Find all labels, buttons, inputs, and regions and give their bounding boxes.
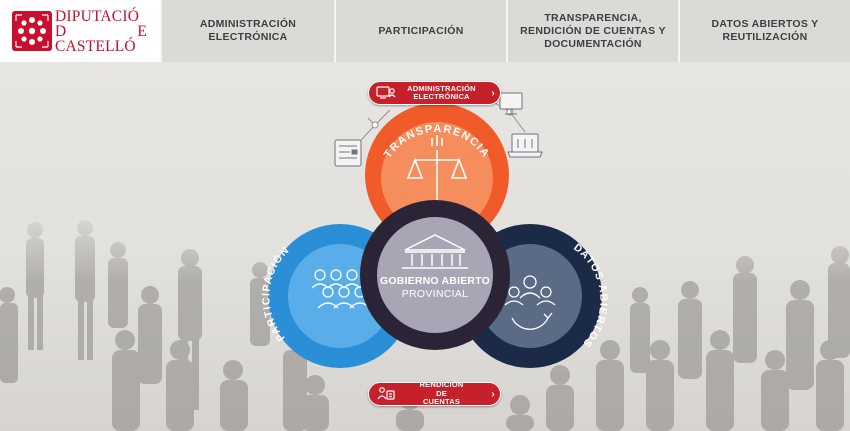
- gobierno-abierto-label: GOBIERNO ABIERTO PROVINCIAL: [380, 275, 490, 301]
- logo-line-2-left: D: [55, 22, 67, 40]
- form-document-icon: [334, 139, 362, 167]
- chevron-right-icon: ›: [491, 388, 495, 400]
- diputacio-logo[interactable]: DIPUTACIÓ D E CASTELLÓ: [0, 0, 160, 62]
- nav-item-label: PARTICIPACIÓN: [378, 24, 464, 37]
- data-sharing-icon: [504, 275, 556, 330]
- nav-item-transparencia[interactable]: TRANSPARENCIA, RENDICIÓN DE CUENTAS Y DO…: [506, 0, 678, 62]
- government-building-icon: [402, 234, 468, 269]
- gobierno-abierto-title: GOBIERNO ABIERTO: [380, 275, 490, 287]
- rendicion-de-cuentas-label: RENDICIÓN DE CUENTAS: [419, 380, 464, 407]
- nav-item-participacion[interactable]: PARTICIPACIÓN: [334, 0, 506, 62]
- logo-line-2: D E: [55, 22, 151, 40]
- chevron-right-icon: ›: [491, 87, 495, 99]
- nav-item-label: DATOS ABIERTOS Y REUTILIZACIÓN: [711, 18, 819, 43]
- logo-emblem-icon: [12, 11, 52, 51]
- people-group-icon: [311, 269, 371, 309]
- site-header: DIPUTACIÓ D E CASTELLÓ ADMINISTRACIÓN EL…: [0, 0, 850, 62]
- administracion-electronica-button[interactable]: ADMINISTRACIÓN ELECTRÓNICA ›: [368, 81, 501, 105]
- monitor-icon: [499, 92, 523, 115]
- gobierno-abierto-subtitle: PROVINCIAL: [401, 288, 469, 300]
- nav-item-label: TRANSPARENCIA, RENDICIÓN DE CUENTAS Y DO…: [520, 11, 666, 50]
- logo-line-1: DIPUTACIÓ: [55, 7, 140, 25]
- administracion-electronica-label: ADMINISTRACIÓN ELECTRÓNICA: [407, 83, 476, 101]
- gobierno-abierto-center-circle[interactable]: [360, 200, 510, 350]
- laptop-settings-icon: [507, 133, 543, 158]
- nav-item-datos-abiertos[interactable]: DATOS ABIERTOS Y REUTILIZACIÓN: [678, 0, 850, 62]
- logo-line-2-right: E: [137, 22, 147, 40]
- rendicion-de-cuentas-button[interactable]: RENDICIÓN DE CUENTAS ›: [368, 380, 501, 407]
- nav-item-label: ADMINISTRACIÓN ELECTRÓNICA: [199, 18, 297, 43]
- accountability-icon: [375, 384, 397, 404]
- main-nav: ADMINISTRACIÓN ELECTRÓNICA PARTICIPACIÓN…: [160, 0, 850, 62]
- electronic-admin-icon: [375, 83, 397, 103]
- logo-wordmark: DIPUTACIÓ D E CASTELLÓ: [55, 7, 151, 55]
- logo-line-3: CASTELLÓ: [55, 37, 136, 55]
- gobierno-abierto-diagram: TRANSPARENCIA PARTICIPACIÓN DATOS ABIE: [260, 92, 608, 368]
- nav-item-administracion-electronica[interactable]: ADMINISTRACIÓN ELECTRÓNICA: [160, 0, 334, 62]
